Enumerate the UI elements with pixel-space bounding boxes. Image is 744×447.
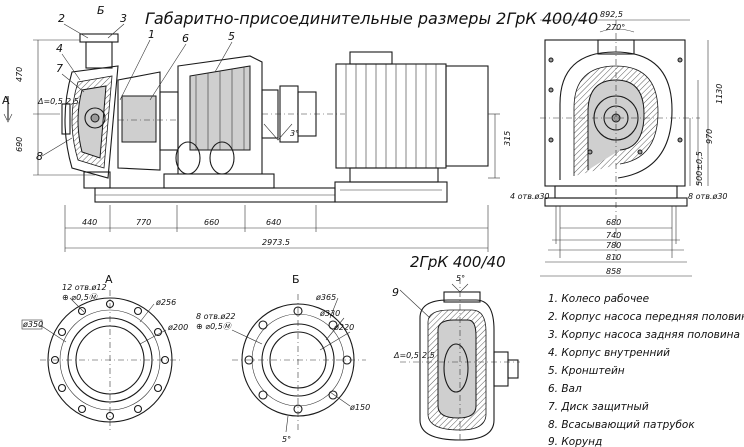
dim-690: 690 (15, 137, 24, 152)
front-view-labels: 892,5 270° 1130 970 500±0,5 4 отв.ø30 8 … (510, 10, 728, 276)
bearing-housing (117, 71, 161, 171)
view-b-d365: ø365 (315, 293, 336, 302)
front-view (540, 19, 709, 277)
dim-680: 680 (606, 218, 621, 227)
legend-item-8: 8. Всасывающий патрубок (548, 419, 695, 431)
callout-9: 9 (392, 286, 399, 299)
suction-flange (61, 103, 71, 135)
view-a-d256: ø256 (155, 298, 176, 307)
dim-892: 892,5 (600, 10, 623, 19)
section-gap: 2,5 (422, 351, 435, 360)
dim-660: 660 (204, 218, 219, 227)
section-angle: 5° (456, 274, 465, 283)
dim-500: 500±0,5 (695, 151, 704, 186)
dim-858: 858 (606, 267, 621, 276)
callout-2: 2 (58, 12, 65, 25)
callout-1: 1 (148, 28, 155, 41)
legend-item-4: 4. Корпус внутренний (548, 347, 670, 359)
dim-740: 740 (606, 231, 621, 240)
dim-770: 770 (136, 218, 151, 227)
holes-right: 8 отв.ø30 (688, 192, 728, 201)
callout-4: 4 (56, 42, 63, 55)
parts-legend: 1. Колесо рабочее 2. Корпус насоса перед… (548, 293, 744, 447)
callout-3: 3 (120, 12, 127, 25)
dim-delta: Δ=0,5 (37, 97, 63, 106)
dim-angle-3: 3° (290, 129, 299, 138)
dim-440: 440 (82, 218, 97, 227)
view-b-labels: Б 8 отв.ø22 ⊕ ⌀0,5Ⓜ ø365 ø330 ø220 ø150 … (196, 273, 370, 444)
view-b-d150: ø150 (349, 403, 370, 412)
view-a-tolerance: ⊕ ⌀0,5Ⓜ (62, 293, 99, 302)
callout-6: 6 (182, 32, 189, 45)
view-a-holes: 12 отв.ø12 (62, 283, 107, 292)
holes-left: 4 отв.ø30 (510, 192, 550, 201)
view-b-title: Б (292, 273, 300, 286)
legend-item-1: 1. Колесо рабочее (548, 293, 649, 305)
discharge-flange (79, 33, 119, 43)
section-view (399, 278, 520, 442)
dim-780: 780 (606, 241, 621, 250)
view-a (21, 290, 180, 430)
side-view (3, 33, 500, 252)
view-b-holes: 8 отв.ø22 (196, 312, 236, 321)
dim-1130: 1130 (715, 84, 724, 104)
view-b-d220: ø220 (333, 323, 354, 332)
section-view-labels: 9 5° Δ=0,5 2,5 (392, 274, 465, 360)
legend-item-9: 9. Корунд (548, 436, 602, 447)
view-b-angle: 5° (282, 435, 291, 444)
dim-970: 970 (705, 129, 714, 144)
callout-8: 8 (36, 150, 43, 163)
dim-270: 270° (606, 23, 625, 32)
view-a-box: ø350 (22, 320, 43, 329)
callout-5: 5 (228, 30, 235, 43)
dim-315: 315 (503, 131, 512, 146)
motor-fan-cover (445, 65, 489, 167)
view-a-d200: ø200 (167, 323, 188, 332)
legend-item-2: 2. Корпус насоса передняя половина (548, 311, 744, 323)
view-b (231, 294, 366, 433)
legend-item-7: 7. Диск защитный (548, 401, 649, 413)
legend-item-3: 3. Корпус насоса задняя половина (548, 329, 740, 341)
motor-base (334, 181, 448, 203)
view-a-title: А (105, 273, 113, 286)
dim-640: 640 (266, 218, 281, 227)
callout-b: Б (97, 4, 105, 17)
dim-2973: 2973.5 (262, 238, 290, 247)
view-b-tolerance: ⊕ ⌀0,5Ⓜ (196, 322, 233, 331)
side-view-labels: 2 Б 3 1 6 5 4 7 8 А Δ=0,5 2,5 3° 470 690… (2, 4, 512, 247)
dim-810: 810 (606, 253, 621, 262)
view-marker-a: А (2, 94, 10, 107)
drawing-subtitle: 2ГрК 400/40 (410, 253, 506, 271)
legend-item-6: 6. Вал (548, 383, 582, 395)
section-delta: Δ=0,5 (393, 351, 419, 360)
dim-470: 470 (15, 67, 24, 82)
drawing-title: Габаритно-присоединительные размеры 2ГрК… (145, 9, 598, 28)
view-b-d330: ø330 (319, 309, 340, 318)
view-a-labels: А 12 отв.ø12 ⊕ ⌀0,5Ⓜ ø350 ø256 ø200 (22, 273, 188, 332)
terminal-box (349, 51, 393, 65)
callout-7: 7 (56, 62, 63, 75)
legend-item-5: 5. Кронштейн (548, 365, 625, 377)
dim-gap: 2,5 (66, 97, 79, 106)
motor-body (335, 63, 447, 169)
